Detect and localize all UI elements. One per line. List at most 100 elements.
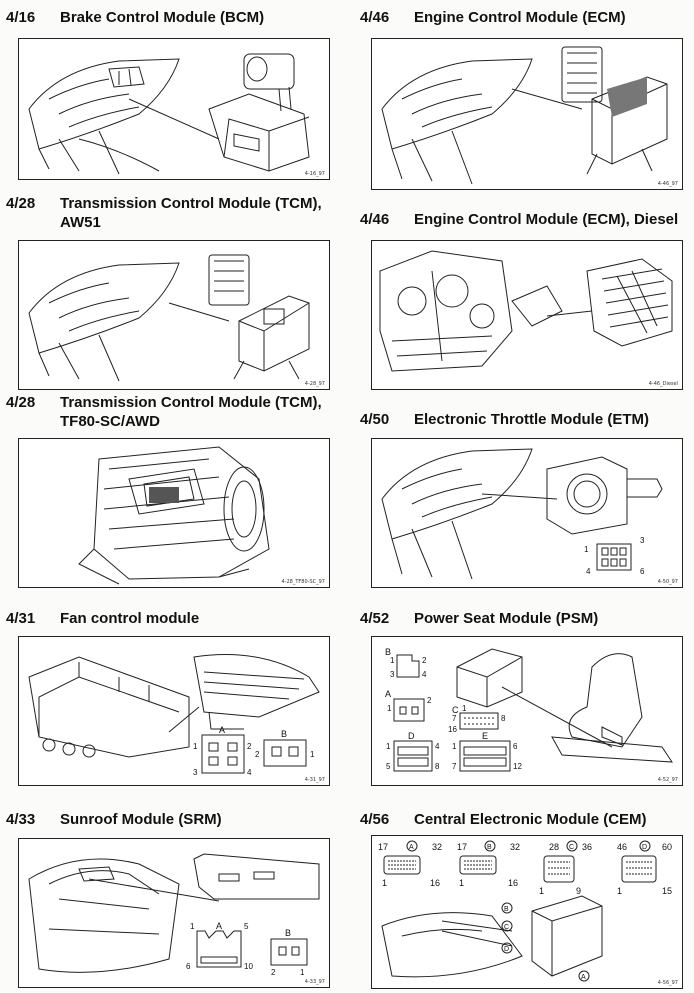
cem-callouts: B C D A (501, 902, 590, 982)
pin-label: 32 (432, 842, 442, 852)
figure-code: 4-50_97 (657, 579, 678, 585)
srm-connector-a: A 1 5 6 10 (186, 921, 253, 971)
cem-connector-d: D 46 60 1 15 (617, 840, 672, 896)
pin-label: 1 (584, 545, 589, 554)
pin-label: 1 (190, 922, 195, 931)
pin-label: 10 (244, 962, 253, 971)
pin-label: 1 (452, 742, 457, 751)
callout-label: B (504, 906, 509, 913)
figure-code: 4-28_TF80-SC_97 (281, 579, 325, 585)
psm-conn-c-label: C (452, 705, 459, 715)
cem-connector-b: B 17 32 1 16 (457, 840, 520, 888)
srm-conn-b-label: B (285, 928, 291, 938)
pin-label: 15 (662, 886, 672, 896)
etm-connector: 1 3 4 6 (584, 536, 645, 576)
module-title: Engine Control Module (ECM) (414, 9, 626, 26)
pin-label: 17 (457, 842, 467, 852)
figure-code: 4-46_97 (657, 181, 678, 187)
pin-label: 5 (244, 922, 249, 931)
module-number: 4/50 (360, 411, 390, 428)
cem-connector-a: A 17 32 1 16 (378, 840, 442, 888)
illustration-etm: 1 3 4 6 4-50_97 (371, 438, 683, 588)
illustration-ecm: 4-46_97 (371, 38, 683, 190)
pin-label: 1 (193, 742, 198, 751)
illustration-fan: A 1 2 3 4 B 2 1 4-31_97 (18, 636, 330, 786)
srm-drawing: A 1 5 6 10 B 2 1 (28, 853, 320, 977)
pin-label: 7 (452, 714, 457, 723)
pin-label: 6 (640, 567, 645, 576)
pin-label: 2 (427, 696, 432, 705)
figure-code: 4-46_Diesel (648, 381, 678, 387)
psm-conn-e-label: E (482, 731, 488, 741)
module-number: 4/46 (360, 211, 390, 228)
module-title: Transmission Control Module (TCM), (60, 394, 322, 411)
pin-label: 17 (378, 842, 388, 852)
pin-label: 9 (576, 886, 581, 896)
pin-label: 1 (462, 704, 467, 713)
figure-code: 4-31_97 (304, 777, 325, 783)
pin-label: 2 (422, 656, 427, 665)
figure-code: 4-56_97 (657, 980, 678, 986)
illustration-tcm-aw51: 4-28_97 (18, 240, 330, 390)
pin-label: 60 (662, 842, 672, 852)
pin-label: 46 (617, 842, 627, 852)
ecm-drawing (381, 46, 668, 185)
pin-label: 1 (390, 656, 395, 665)
psm-connector-e: E 1 6 7 12 (452, 731, 522, 772)
ecm-diesel-drawing (379, 250, 673, 372)
module-title-line2: AW51 (60, 214, 101, 231)
psm-connector-d: D 1 4 5 8 (386, 731, 440, 772)
pin-label: 16 (448, 725, 457, 734)
pin-label: 3 (640, 536, 645, 545)
module-title: Electronic Throttle Module (ETM) (414, 411, 649, 428)
module-title: Brake Control Module (BCM) (60, 9, 265, 26)
pin-label: 16 (430, 878, 440, 888)
pin-label: 3 (390, 670, 395, 679)
pin-label: 36 (582, 842, 592, 852)
cem-conn-a-label: A (409, 844, 414, 851)
fan-conn-b-label: B (281, 729, 287, 739)
module-number: 4/33 (6, 811, 36, 828)
pin-label: 4 (435, 742, 440, 751)
module-title-line2: TF80-SC/AWD (60, 413, 161, 430)
pin-label: 2 (271, 968, 276, 977)
figure-code: 4-33_97 (304, 979, 325, 985)
pin-label: 1 (387, 704, 392, 713)
fan-drawing: A 1 2 3 4 B 2 1 (28, 654, 320, 777)
pin-label: 1 (617, 886, 622, 896)
cem-conn-c-label: C (569, 844, 574, 851)
psm-conn-d-label: D (408, 731, 415, 741)
heading-tcm-tf80: 4/28 Transmission Control Module (TCM), T… (6, 393, 322, 431)
psm-connector-a: A 1 2 (385, 689, 432, 722)
fan-connector-a: A 1 2 3 4 (193, 725, 252, 777)
cem-drawing: A 17 32 1 16 B 17 32 1 16 C 28 36 1 9 (378, 840, 672, 982)
pin-label: 3 (193, 768, 198, 777)
pin-label: 1 (310, 750, 315, 759)
module-number: 4/56 (360, 811, 390, 828)
tcm-tf80-drawing (78, 446, 270, 585)
illustration-ecm-diesel: 4-46_Diesel (371, 240, 683, 390)
pin-label: 7 (452, 762, 457, 771)
pin-label: 28 (549, 842, 559, 852)
module-number: 4/28 (6, 195, 36, 212)
figure-code: 4-16_97 (304, 171, 325, 177)
pin-label: 32 (510, 842, 520, 852)
module-number: 4/28 (6, 394, 36, 411)
pin-label: 5 (386, 762, 391, 771)
pin-label: 1 (382, 878, 387, 888)
pin-label: 6 (186, 962, 191, 971)
pin-label: 2 (255, 750, 260, 759)
pin-label: 1 (300, 968, 305, 977)
fan-conn-a-label: A (219, 725, 225, 735)
figure-code: 4-52_97 (657, 777, 678, 783)
etm-drawing: 1 3 4 6 (381, 448, 663, 580)
callout-label: C (504, 924, 509, 931)
pin-label: 8 (435, 762, 440, 771)
callout-label: D (504, 946, 509, 953)
